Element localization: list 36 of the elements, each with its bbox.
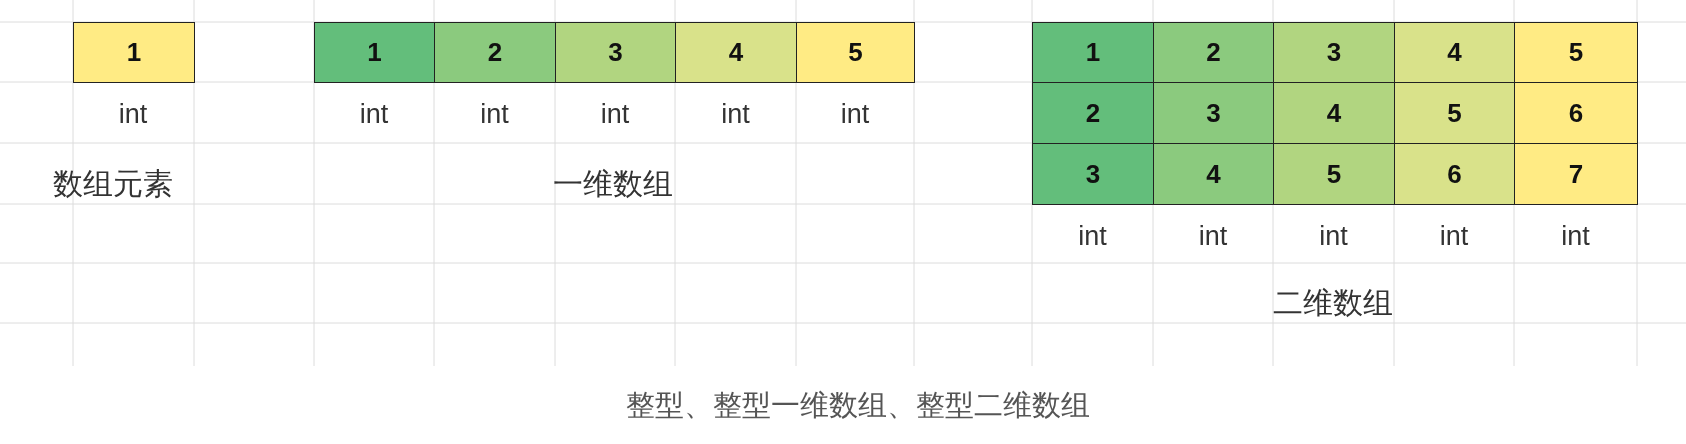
- number-cell: 5: [1514, 22, 1638, 83]
- number-cell: 6: [1394, 143, 1515, 205]
- type-label: int: [1078, 220, 1107, 252]
- type-label: int: [721, 98, 750, 130]
- number-cell: 7: [1514, 143, 1638, 205]
- type-label: int: [1439, 220, 1469, 252]
- type-label: int: [359, 98, 389, 130]
- group-caption: 数组元素: [53, 164, 173, 203]
- number-cell: 1: [73, 22, 195, 83]
- number-cell: 2: [1032, 82, 1154, 144]
- number-cell: 1: [1032, 22, 1154, 83]
- type-label: int: [1561, 220, 1590, 252]
- number-cell: 5: [796, 22, 915, 83]
- number-cell: 5: [1273, 143, 1395, 205]
- number-cell: 4: [1273, 82, 1395, 144]
- caption: 整型、整型一维数组、整型二维数组: [626, 387, 1090, 424]
- number-cell: 2: [434, 22, 556, 83]
- group-caption: 二维数组: [1273, 283, 1393, 322]
- number-cell: 3: [555, 22, 676, 83]
- type-label: int: [600, 98, 630, 130]
- type-label: int: [480, 98, 509, 130]
- number-cell: 5: [1394, 82, 1515, 144]
- number-cell: 3: [1153, 82, 1274, 144]
- number-cell: 1: [314, 22, 435, 83]
- number-cell: 4: [1394, 22, 1515, 83]
- number-cell: 3: [1273, 22, 1395, 83]
- number-cell: 6: [1514, 82, 1638, 144]
- number-cell: 4: [1153, 143, 1274, 205]
- number-cell: 4: [675, 22, 797, 83]
- type-label: int: [840, 98, 870, 130]
- type-label: int: [1319, 220, 1348, 252]
- number-cell: 3: [1032, 143, 1154, 205]
- type-label: int: [1198, 220, 1228, 252]
- group-caption: 一维数组: [553, 164, 673, 203]
- type-label: int: [118, 98, 148, 130]
- number-cell: 2: [1153, 22, 1274, 83]
